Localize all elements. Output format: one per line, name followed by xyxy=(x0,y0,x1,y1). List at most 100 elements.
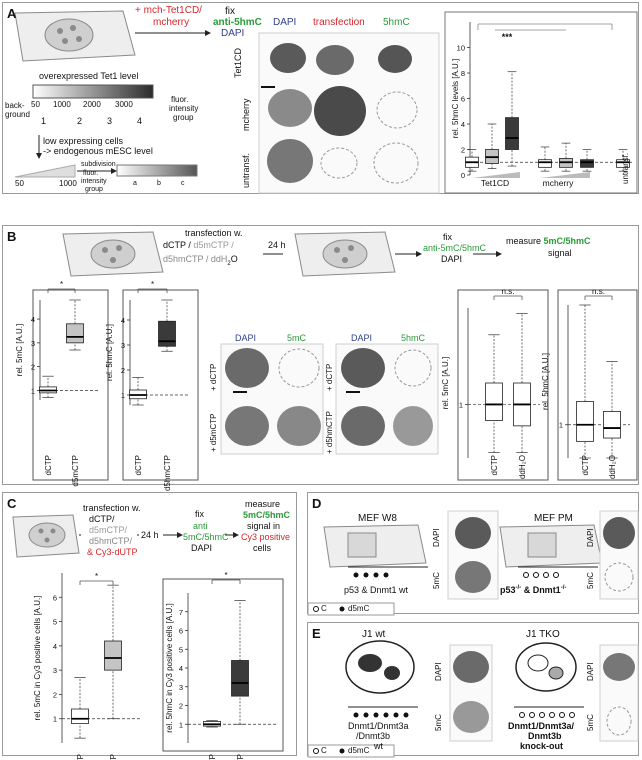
e-legend-d5mc: d5mC xyxy=(348,746,370,755)
d-dnmt1: & Dnmt1 xyxy=(521,585,561,595)
d-left-caption: p53 & Dnmt1 wt xyxy=(344,585,409,595)
micro-col-transfection: transfection xyxy=(313,17,365,28)
d-left-cpg-dots xyxy=(353,572,389,578)
b-img1-col-dapi: DAPI xyxy=(235,333,257,343)
panel-c-label: C xyxy=(7,496,17,511)
a-significance: *** xyxy=(502,32,513,42)
c-5mc-box xyxy=(104,640,122,671)
c-5hmc-ytick-label: 1 xyxy=(179,720,183,729)
e-left-cpg-dots xyxy=(353,712,409,718)
panel-d-graphics xyxy=(307,510,639,616)
b-5hmc-ddh2o-category-label: dCTP xyxy=(581,455,590,475)
c-5hmc-ytick-label: 6 xyxy=(179,627,183,636)
b-5hmc-category-label: dCTP xyxy=(134,455,143,475)
c-5mc-box xyxy=(71,708,89,724)
c-5mc-ytick-label: 1 xyxy=(53,715,57,724)
e-left-caption-2: /Dnmt3b xyxy=(356,731,391,741)
e-left-caption-1: Dnmt1/Dnmt3a xyxy=(348,721,409,731)
dapi-label: DAPI xyxy=(221,28,245,39)
e-right-caption-1: Dnmt1/Dnmt3a/ xyxy=(508,721,575,731)
b-transfect-2: dCTP / d5mCTP / xyxy=(163,240,234,250)
b-5mc-ddh2o-category-label: ddH₂O xyxy=(518,455,527,479)
b-dapi: DAPI xyxy=(441,254,463,264)
b-anti: anti-5mC/5hmC xyxy=(423,243,487,253)
sub-group-a: a xyxy=(133,180,137,187)
b-sub-2: 2 xyxy=(227,260,231,267)
micro-col-dapi: DAPI xyxy=(273,17,297,28)
b-5mc-ddh2o-category-label: dCTP xyxy=(490,455,499,475)
e-left-title: J1 wt xyxy=(362,629,386,640)
fluor-label-2: intensity xyxy=(169,104,199,113)
a-main-box xyxy=(616,159,630,168)
b-5mc-ytick-label: 2 xyxy=(31,363,35,372)
panel-b: B transfection w. dCTP / d5mCTP / d5hmCT… xyxy=(2,225,639,485)
c-dapi: DAPI xyxy=(191,543,213,553)
a-main-box xyxy=(538,159,552,168)
d-sup2: -/- xyxy=(560,585,567,591)
fluor-label-3: group xyxy=(173,113,194,122)
low-expressing-1: low expressing cells xyxy=(43,136,124,146)
b-5hmc-ytick-label: 3 xyxy=(121,341,125,350)
b-dctp-text: dCTP / xyxy=(163,240,194,250)
a-wedge-mcherry xyxy=(540,172,590,178)
panel-a-label: A xyxy=(7,6,17,21)
d-p53: p53 xyxy=(500,585,516,595)
c-transfect-1: transfection w. xyxy=(83,503,141,513)
d-right-title: MEF PM xyxy=(534,513,573,524)
c-5mc-ytick-label: 5 xyxy=(53,618,57,627)
group-1: 1 xyxy=(41,116,47,126)
b-5mc-category-label: dCTP xyxy=(44,455,53,475)
b-measure-3: signal xyxy=(548,248,572,258)
b-5mc-ytick-label: 4 xyxy=(31,315,35,324)
a-wedge-tet1cd xyxy=(472,172,520,178)
e-left-caption-3: wt xyxy=(374,741,383,751)
a-main-group-label: untransf. xyxy=(621,153,630,184)
b-img2-col-5hmc: 5hmC xyxy=(401,333,426,343)
c-5hmc-ytick-label: 5 xyxy=(179,645,183,654)
b-measure-1: measure xyxy=(506,236,544,246)
panel-d: D MEF W8 p53 & Dnmt1 wt MEF PM p53-/- & … xyxy=(307,492,639,616)
b-5mc-ylabel: rel. 5mC [A.U.] xyxy=(15,324,24,376)
b-img2-col-dapi: DAPI xyxy=(351,333,373,343)
panel-a-graphics xyxy=(14,10,638,194)
a-main-group-label: Tet1CD xyxy=(481,178,509,188)
c-5mc-category-label: dCTP xyxy=(76,754,85,760)
b-5hmc-ytick-label: 2 xyxy=(121,366,125,375)
micrograph-cells xyxy=(267,43,419,184)
b-transfect-1: transfection w. xyxy=(185,228,243,238)
c-anti-2: 5mC/5hmC xyxy=(183,532,229,542)
c-5hmc-category-label: d5hmCTP xyxy=(236,754,245,760)
b-5mc-ddh2o-ytick-label: 1 xyxy=(459,400,463,409)
c-5hmc-box xyxy=(231,660,249,697)
panel-b-micrographs xyxy=(220,343,439,455)
tick-2000: 2000 xyxy=(83,100,101,109)
sub-group-b: b xyxy=(157,180,161,187)
c-transfect-2: dCTP/ xyxy=(89,514,115,524)
b-5hmc-ytick-label: 1 xyxy=(121,391,125,400)
d-left-title: MEF W8 xyxy=(358,513,397,524)
a-main-ylabel: rel. 5hmC levels [A.U.] xyxy=(451,59,460,139)
b-5hmc-ddh2o-ytick-label: 1 xyxy=(559,421,563,430)
b-5mc-ytick-label: 1 xyxy=(31,386,35,395)
b-5hmc-ddh2o-box xyxy=(576,401,594,442)
background-label-2: ground xyxy=(5,110,30,119)
e-legend-c: C xyxy=(321,746,327,755)
b-fix: fix xyxy=(443,232,452,242)
c-5hmc-ylabel: rel. 5hmC in Cy3 positive cells [A.U.] xyxy=(165,603,174,732)
tick-3000: 3000 xyxy=(115,100,133,109)
panel-e-graphics xyxy=(307,640,639,758)
c-5mc-category-label: d5mCTP xyxy=(109,754,118,760)
b-5hmc-category-label: d5hmCTP xyxy=(163,455,172,491)
b-o-text: O xyxy=(230,254,238,264)
b-5hmc-ytick-label: 4 xyxy=(121,316,125,325)
micro-col-5hmc: 5hmC xyxy=(383,17,410,28)
c-measure-4: Cy3 positive xyxy=(241,532,291,542)
b-5hmc-ddh2o-significance: n.s. xyxy=(592,287,605,296)
group-4: 4 xyxy=(137,116,143,126)
b-transfect-3: d5hmCTP / ddH2O xyxy=(163,254,238,267)
b-d5mctp-text: d5mCTP / xyxy=(193,240,234,250)
panel-a: A + mch-Tet1CD/ mcherry fix anti-5hmC DA… xyxy=(2,2,639,194)
b-5hmc-ddh2o-ylabel: rel. 5hmC [A.U.] xyxy=(541,353,550,410)
background-label-1: back- xyxy=(5,101,25,110)
